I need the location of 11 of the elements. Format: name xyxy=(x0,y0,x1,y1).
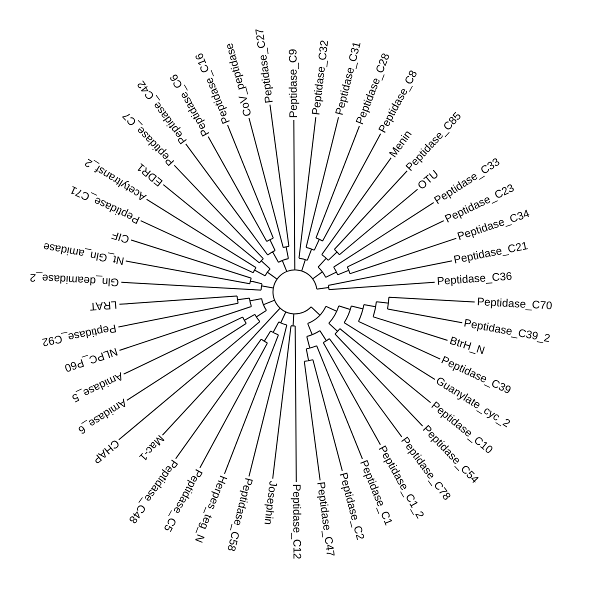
taxon-label: Peptidase_C47 xyxy=(313,481,338,558)
taxon-label: LRAT xyxy=(90,297,118,314)
taxon-label: Peptidase_C27 xyxy=(252,27,277,104)
taxon-label: Peptidase_C9 xyxy=(286,48,301,118)
taxon-label: Peptidase_C32 xyxy=(309,40,332,116)
taxon-label: Josephin xyxy=(260,480,280,526)
taxon-label: CIF xyxy=(110,227,132,246)
taxon-label: Peptidase_C70 xyxy=(476,295,552,314)
taxon-label: Peptidase_C12 xyxy=(289,484,304,560)
taxon-label: Peptidase_C36 xyxy=(436,270,512,290)
taxon-label: Gln_deamidase_2 xyxy=(30,270,120,290)
